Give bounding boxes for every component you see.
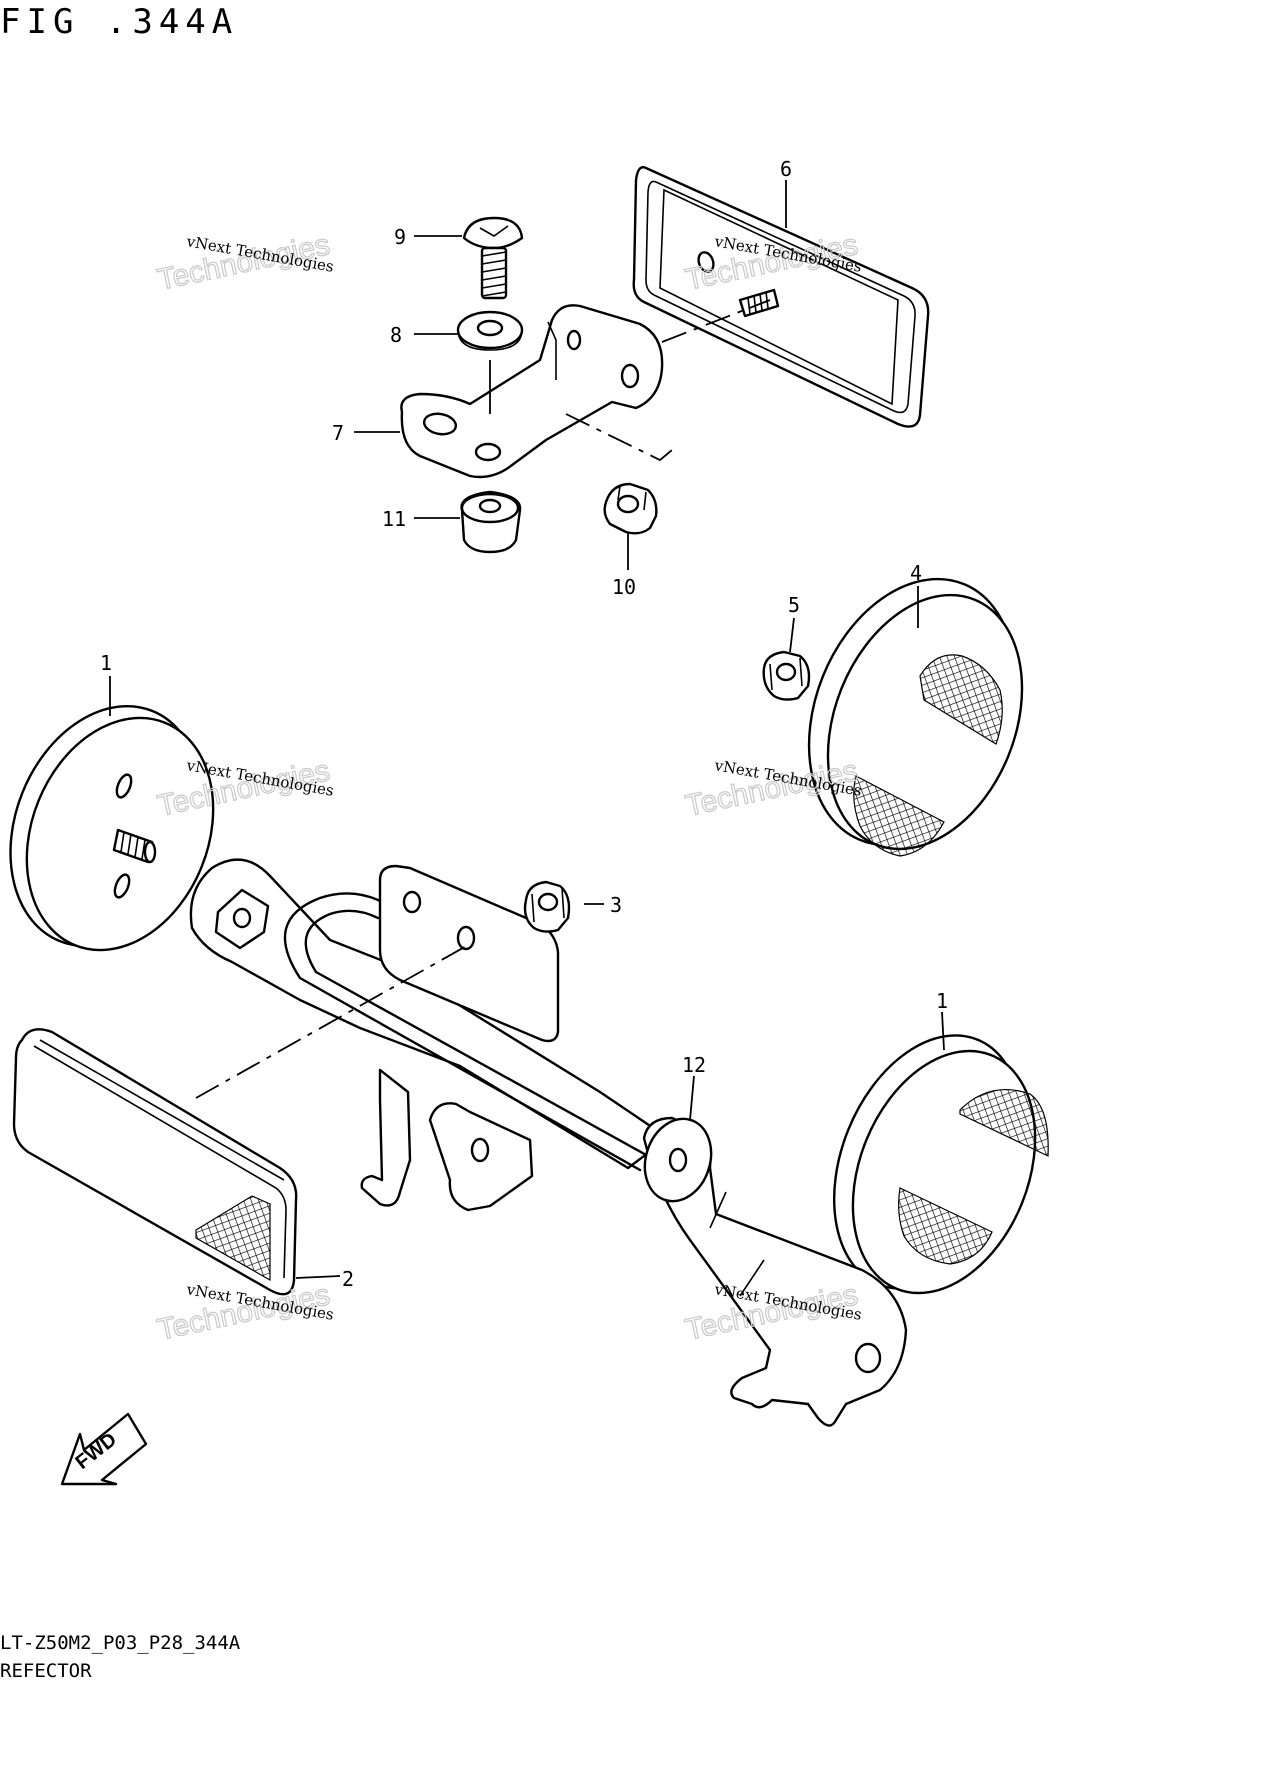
callout-11: 11 [382, 507, 406, 531]
assembly-line [195, 943, 471, 1099]
diagram-code: LT-Z50M2_P03_P28_344A [0, 1632, 241, 1654]
figure-title: FIG .344A [0, 2, 239, 42]
round-reflector-1-right [832, 1034, 1049, 1295]
callout-12: 12 [682, 1053, 706, 1077]
nut-3 [523, 880, 571, 933]
callout-5: 5 [788, 593, 800, 617]
assembly-line [565, 413, 673, 462]
bracket-7 [400, 304, 664, 479]
callout-1-left: 1 [100, 651, 112, 675]
main-bracket-12 [189, 858, 908, 1427]
assembly-line [661, 299, 771, 343]
fwd-arrow-icon: FWD [60, 1412, 148, 1486]
callout-9: 9 [394, 225, 406, 249]
callout-7: 7 [332, 421, 344, 445]
callout-8: 8 [390, 323, 402, 347]
callout-3: 3 [610, 893, 622, 917]
rect-reflector-6 [632, 166, 930, 428]
callout-4: 4 [910, 561, 922, 585]
callout-2: 2 [342, 1267, 354, 1291]
round-reflector-1-left [9, 704, 215, 952]
callout-1-right: 1 [936, 989, 948, 1013]
rect-reflector-2 [12, 1028, 298, 1296]
nut-5 [762, 650, 811, 701]
round-reflector-4 [807, 577, 1024, 857]
washer-8 [456, 310, 524, 351]
callout-10: 10 [612, 575, 636, 599]
nut-10 [603, 482, 658, 535]
diagram-name: REFECTOR [0, 1660, 92, 1682]
flange-nut-11 [460, 490, 522, 554]
watermark-low-left: Technologies vNext Technologies [154, 1278, 335, 1348]
leader-lines [109, 180, 945, 1279]
screw-9 [462, 216, 524, 300]
callout-6: 6 [780, 157, 792, 181]
watermark-top-left: Technologies vNext Technologies [154, 228, 335, 298]
